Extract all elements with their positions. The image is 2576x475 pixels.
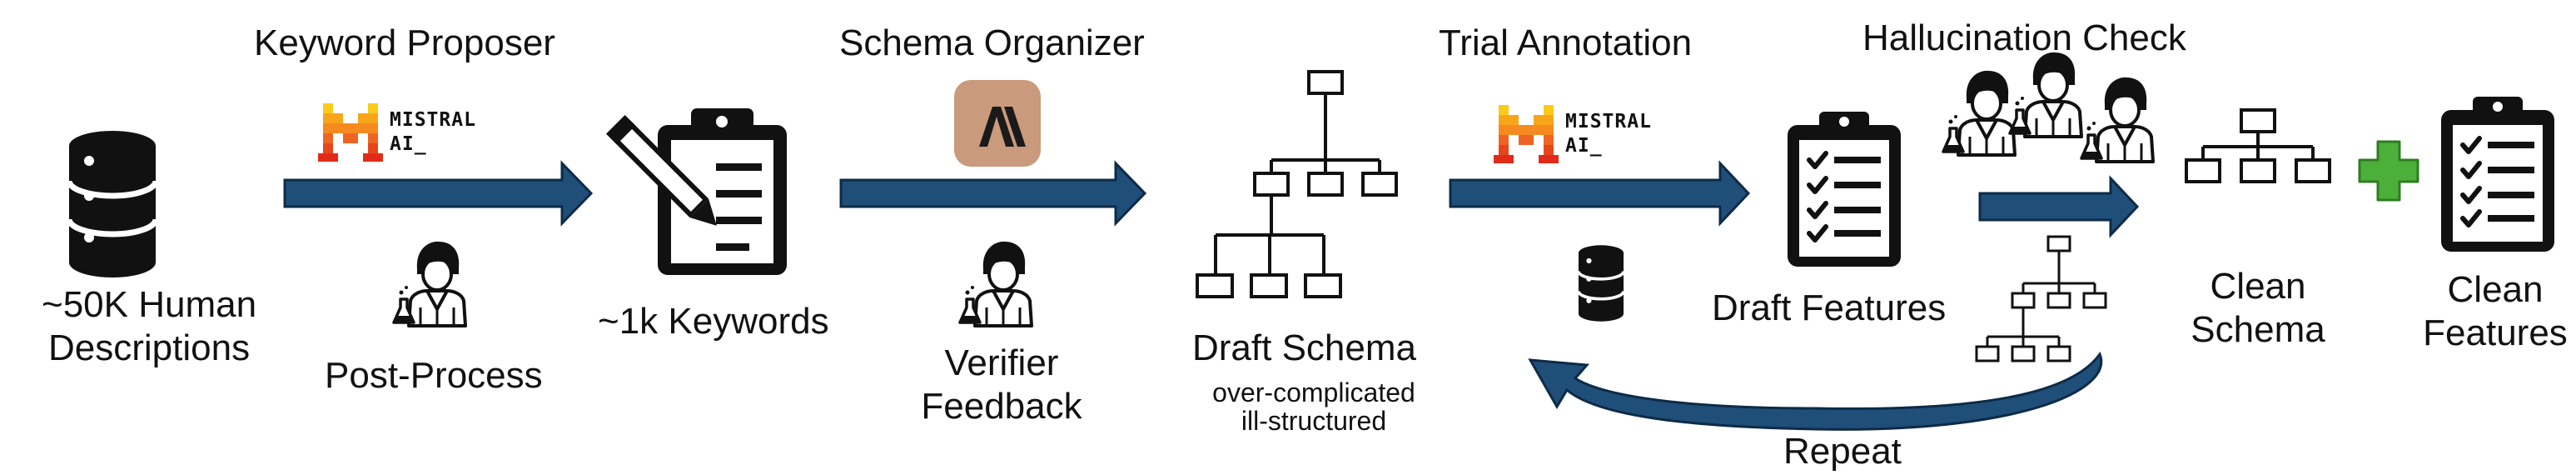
scientist-icon xyxy=(392,239,467,328)
mistral-wordmark: MISTRAL AI_ xyxy=(1565,110,1652,158)
clean-schema-tree-icon xyxy=(2185,108,2331,183)
mistral-wordmark-line2: AI_ xyxy=(1565,134,1603,157)
caption-line: Descriptions xyxy=(47,327,251,368)
mistral-wordmark: MISTRAL AI_ xyxy=(390,108,476,157)
mistral-logo-icon xyxy=(318,103,383,162)
flow-arrow-4 xyxy=(1978,175,2140,238)
flow-arrow-2 xyxy=(839,160,1147,227)
caption-line: Schema xyxy=(2191,308,2325,350)
draft-schema-caption: Draft Schema xyxy=(1192,328,1416,368)
keywords-caption: ~1k Keywords xyxy=(598,301,829,342)
clipboard-pencil-icon xyxy=(605,108,787,275)
database-icon xyxy=(69,131,156,278)
plus-icon xyxy=(2358,140,2419,202)
draft-features-caption: Draft Features xyxy=(1712,288,1947,328)
caption-line: Clean xyxy=(2447,269,2544,310)
caption-line: Feedback xyxy=(921,385,1082,427)
stage-hallucination-check: Hallucination Check xyxy=(1862,18,2186,58)
caption-line: ~50K Human xyxy=(42,284,257,325)
note-line: over-complicated xyxy=(1212,378,1415,408)
stage-keyword-proposer: Keyword Proposer xyxy=(254,22,555,63)
flow-arrow-1 xyxy=(283,160,594,227)
checklist-clipboard-icon xyxy=(1788,112,1901,267)
post-process-caption: Post-Process xyxy=(325,355,543,396)
mini-schema-tree-icon xyxy=(1975,235,2107,362)
scientist-icon xyxy=(2008,50,2083,138)
caption-line: Verifier xyxy=(944,342,1059,383)
draft-schema-note: over-complicated ill-structured xyxy=(1191,378,1437,436)
clean-features-caption: Clean Features xyxy=(2414,268,2576,355)
draft-schema-tree-icon xyxy=(1196,70,1398,298)
caption-line: Features xyxy=(2423,312,2568,353)
checklist-clipboard-icon xyxy=(2441,97,2554,252)
human-descriptions-caption: ~50K Human Descriptions xyxy=(42,283,256,370)
scientist-icon xyxy=(1942,68,2017,157)
stage-trial-annotation: Trial Annotation xyxy=(1439,22,1693,63)
repeat-caption: Repeat xyxy=(1783,431,1902,472)
database-icon xyxy=(1577,243,1625,323)
scientist-icon xyxy=(2080,75,2155,163)
mistral-wordmark-line1: MISTRAL xyxy=(1565,111,1652,132)
mistral-wordmark-line2: AI_ xyxy=(390,132,427,155)
mistral-logo-icon xyxy=(1494,105,1559,163)
clean-schema-caption: Clean Schema xyxy=(2175,265,2341,352)
note-line: ill-structured xyxy=(1241,405,1387,436)
flow-arrow-3 xyxy=(1449,160,1751,227)
anthropic-logo-icon xyxy=(954,80,1041,167)
scientist-icon xyxy=(958,239,1033,328)
curved-arrow-icon xyxy=(1528,351,2103,431)
mistral-wordmark-line1: MISTRAL xyxy=(390,109,476,131)
stage-schema-organizer: Schema Organizer xyxy=(839,22,1145,63)
caption-line: Clean xyxy=(2210,266,2306,307)
verifier-feedback-caption: Verifier Feedback xyxy=(914,342,1089,428)
